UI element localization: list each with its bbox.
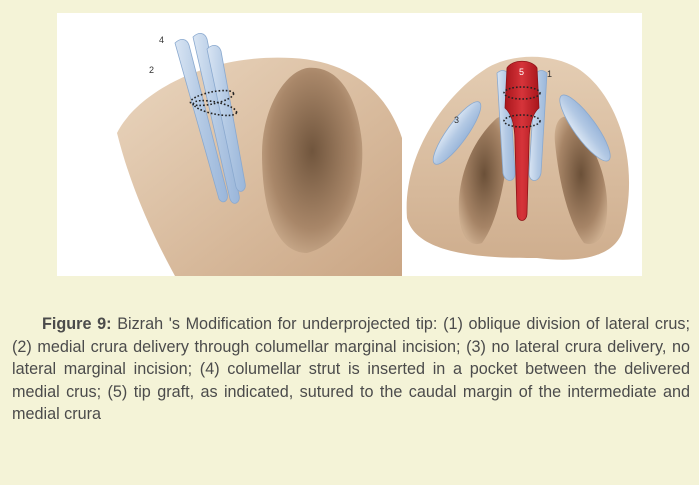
label-3: 3 [454,115,459,125]
right-nose-panel: 5 1 3 [407,57,629,260]
caption-text: Bizrah 's Modification for underprojecte… [12,315,690,423]
figure-caption: Figure 9: Bizrah 's Modification for und… [12,313,690,426]
caption-lead: Figure 9: [42,315,112,333]
label-1: 1 [547,69,552,79]
label-5: 5 [519,67,524,77]
label-2: 2 [149,65,154,75]
left-nose-panel: 4 2 [117,33,402,276]
label-4: 4 [159,35,164,45]
nose-illustration: 4 2 5 1 3 [57,13,642,276]
figure-image: 4 2 5 1 3 [57,13,642,276]
